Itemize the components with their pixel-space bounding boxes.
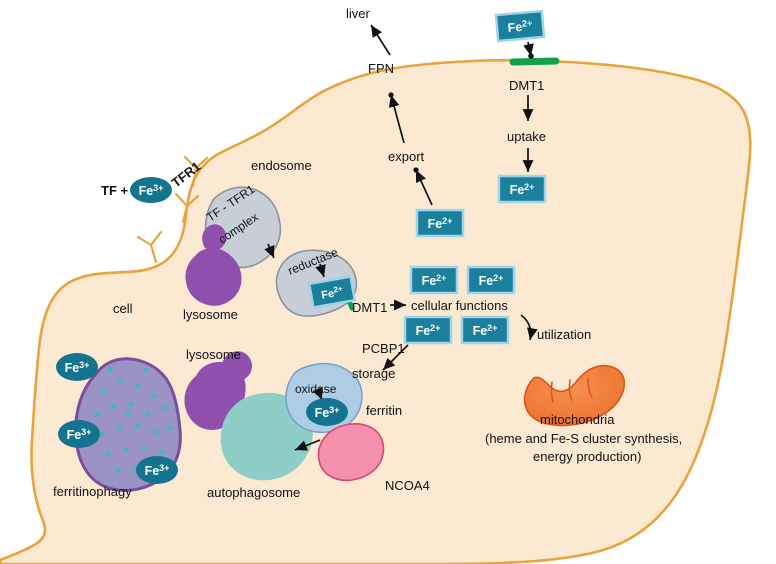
fe-box-functions-lower-left: Fe2+ — [403, 315, 453, 345]
arrow-functions-to-utilization — [520, 314, 538, 341]
label-lysosome-bottom: lysosome — [186, 347, 241, 362]
fe-box-export-source: Fe2+ — [415, 208, 465, 238]
label-lysosome-top: lysosome — [183, 307, 238, 322]
label-autophagosome: autophagosome — [207, 485, 300, 500]
tfr1-receptor-1 — [174, 192, 200, 224]
arrows-layer — [264, 24, 538, 451]
label-mitochondria-note-line2: energy production) — [533, 449, 641, 464]
label-ncoa4: NCOA4 — [385, 478, 430, 493]
label-dmt1-membrane: DMT1 — [509, 78, 544, 93]
tfr1-receptor-3 — [136, 230, 163, 264]
fe-box-endosome-reductase: Fe2+ — [307, 275, 357, 309]
mitochondria-cristae — [550, 377, 593, 403]
arrow-reductase-to-fe — [315, 263, 326, 278]
label-mitochondria: mitochondria — [540, 412, 615, 427]
label-dmt1-endosome: DMT1 — [352, 300, 387, 315]
label-cell: cell — [113, 301, 133, 316]
fe-box-functions-upper-right: Fe2+ — [466, 265, 516, 295]
arrow-ferritin-to-autophagosome — [294, 439, 321, 451]
labels-layer: liver FPN export DMT1 uptake TF + TFR1 e… — [53, 6, 682, 500]
fe-oval-ferritinophagy-left: Fe3+ — [58, 420, 100, 448]
label-fpn: FPN — [368, 61, 394, 76]
label-cellular-functions: cellular functions — [411, 298, 508, 313]
arrow-oxidase-to-fe — [312, 386, 323, 401]
label-utilization: utilization — [537, 327, 591, 342]
fe-box-uptake-product: Fe2+ — [497, 174, 547, 204]
label-mitochondria-note-line1: (heme and Fe-S cluster synthesis, — [485, 431, 682, 446]
fe-oval-ferritinophagy-top: Fe3+ — [56, 353, 98, 381]
fe-oval-ferritinophagy-bottom: Fe3+ — [136, 456, 178, 484]
arrow-complex-to-endosome — [264, 243, 275, 259]
label-pcbp1: PCBP1 — [362, 341, 405, 356]
tfr1-receptor-2 — [183, 155, 209, 188]
arrow-fe-to-export — [415, 169, 433, 206]
label-tf-plus: TF + — [101, 183, 128, 198]
ferritinophagy-iron-dots — [94, 367, 173, 473]
label-export: export — [388, 149, 425, 164]
cell-body — [0, 58, 752, 564]
fe-box-extracellular-dmt1: Fe2+ — [494, 9, 546, 43]
fe-box-functions-upper-left: Fe2+ — [409, 265, 459, 295]
mitochondria-body — [523, 364, 626, 427]
tfr1-receptors — [136, 155, 209, 264]
label-ferritin: ferritin — [366, 403, 402, 418]
fe-box-functions-lower-right: Fe2+ — [460, 315, 510, 345]
dmt1-membrane-channel — [509, 57, 560, 66]
arrow-pcbp1-to-storage — [382, 344, 409, 371]
cell-membrane-outline — [0, 58, 752, 564]
fe-ovals-layer: Fe3+ Fe3+ Fe3+ Fe3+ Fe3+ — [56, 177, 348, 484]
fe-oval-ferritin-core: Fe3+ — [306, 398, 348, 426]
label-liver: liver — [346, 6, 371, 21]
label-ferritinophagy: ferritinophagy — [53, 484, 132, 499]
ncoa4-body — [317, 423, 385, 482]
label-endosome: endosome — [251, 158, 312, 173]
fe-oval-transferrin-bound: Fe3+ — [130, 177, 172, 203]
lysosome-top — [185, 224, 242, 306]
label-storage: storage — [352, 366, 395, 381]
fe-boxes-layer: Fe2+ Fe2+ Fe2+ Fe2+ Fe2+ Fe2+ Fe2+ Fe2+ — [307, 9, 547, 345]
arrow-export-to-membrane — [388, 94, 405, 144]
arrow-fpn-to-liver — [370, 24, 391, 56]
label-uptake: uptake — [507, 129, 546, 144]
label-oxidase: oxidase — [295, 382, 337, 396]
